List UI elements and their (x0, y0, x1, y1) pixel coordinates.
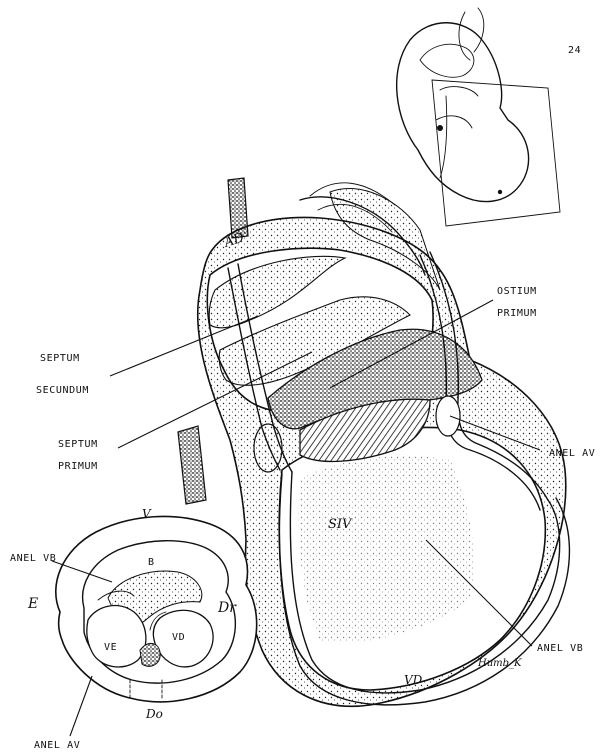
svg-text:PRIMUM: PRIMUM (58, 461, 98, 472)
heart-mark-vd: VD (404, 673, 423, 687)
leader-anel-av-left (70, 676, 92, 736)
inset-mark-b: B (148, 557, 155, 568)
label-anel-vb-right: ANEL VB (537, 643, 583, 654)
inset-mark-v: V (142, 507, 152, 521)
inset-mark-ve: VE (104, 642, 117, 653)
vena-cava-stub (178, 426, 206, 504)
label-anel-av-right: ANEL AV (549, 448, 595, 459)
inset-mark-e: E (27, 596, 38, 612)
label-septum-secundum: SEPTUM SECUNDUM (36, 353, 89, 396)
embryo-orientation-sketch (397, 8, 560, 226)
inset-mark-do: Do (145, 707, 163, 721)
label-anel-av-left: ANEL AV (34, 740, 80, 751)
label-anel-vb-left: ANEL VB (10, 553, 56, 564)
label-ostium-primum: OSTIUM PRIMUM (497, 286, 537, 319)
label-septum-primum: SEPTUM PRIMUM (58, 439, 98, 472)
page-number: 24 (568, 45, 581, 56)
svg-text:SEPTUM: SEPTUM (58, 439, 98, 450)
artist-signature: Humb_K (477, 658, 522, 669)
heart-mark-siv: SIV (328, 517, 353, 532)
svg-text:PRIMUM: PRIMUM (497, 308, 537, 319)
inset-mark-dr: Dr (217, 600, 237, 616)
svg-text:SECUNDUM: SECUNDUM (36, 385, 89, 396)
svg-text:SEPTUM: SEPTUM (40, 353, 80, 364)
inset-mark-vd: VD (172, 632, 185, 643)
svg-text:OSTIUM: OSTIUM (497, 286, 537, 297)
